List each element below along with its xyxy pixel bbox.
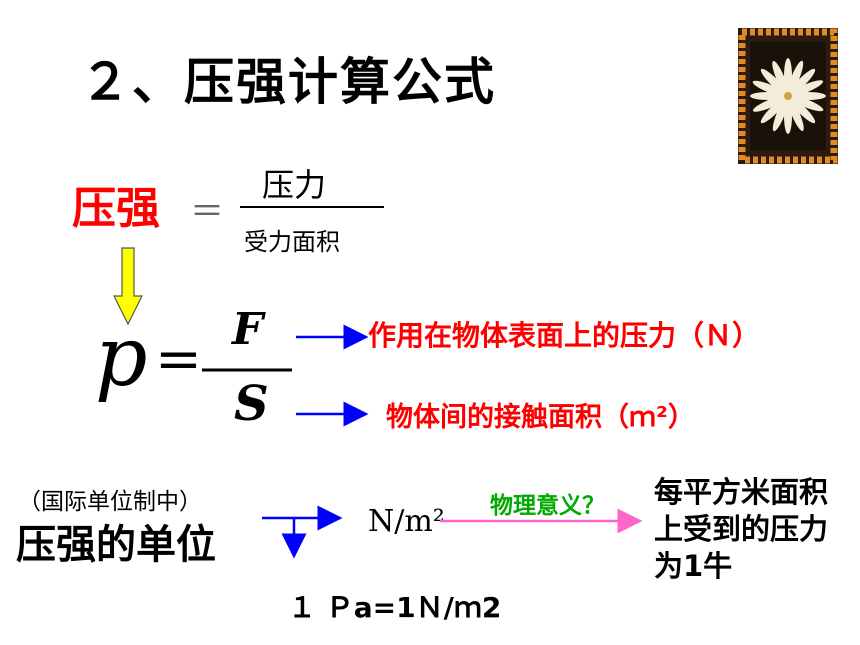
page-title: ２、压强计算公式 xyxy=(80,53,496,111)
area-symbol: S xyxy=(234,376,269,432)
yellow-down-arrow xyxy=(113,247,143,326)
word-fraction-denominator: 受力面积 xyxy=(244,228,340,256)
force-description: 作用在物体表面上的压力（Ｎ） xyxy=(368,319,761,352)
physical-meaning-answer: 每平方米面积上受到的压力为1牛 xyxy=(654,475,829,583)
pressure-symbol: p xyxy=(95,310,148,405)
word-equals-sign: ＝ xyxy=(190,192,224,232)
pascal-definition: １ Ｐa=1Ｎ/ｍ2 xyxy=(288,591,502,624)
area-description: 物体间的接触面积（ｍ²） xyxy=(386,402,695,433)
symbol-equals-sign: = xyxy=(155,327,202,392)
flower-decoration xyxy=(738,28,838,164)
word-fraction-bar xyxy=(240,206,384,208)
si-note: （国际单位制中） xyxy=(18,489,202,515)
pressure-unit-label: 压强的单位 xyxy=(16,522,216,568)
unit-newton-per-square-meter: N/m² xyxy=(368,504,445,539)
force-symbol: F xyxy=(232,304,264,355)
word-fraction-numerator: 压力 xyxy=(262,166,327,204)
pressure-word: 压强 xyxy=(72,183,160,234)
physical-meaning-question: 物理意义？ xyxy=(490,493,605,519)
